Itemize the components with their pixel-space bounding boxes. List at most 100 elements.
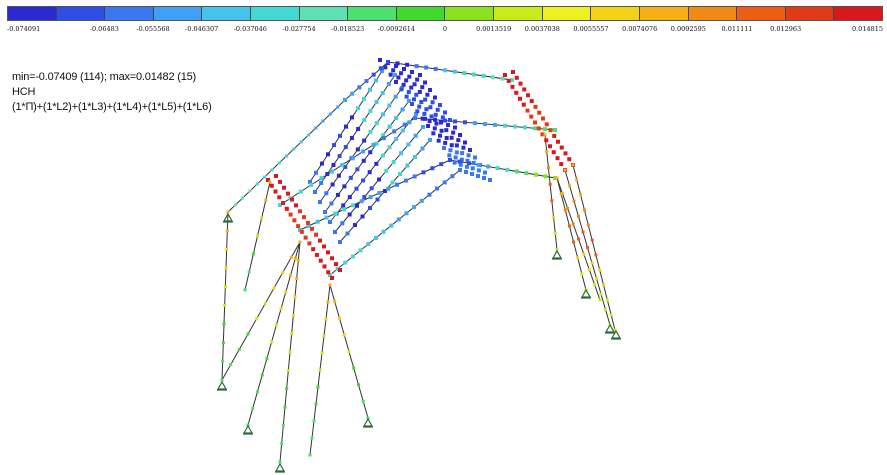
result-dot — [368, 87, 372, 92]
result-dot — [290, 197, 294, 202]
result-dot — [394, 136, 399, 141]
result-dot — [333, 211, 338, 216]
result-dot — [424, 65, 429, 70]
result-dot — [333, 230, 337, 234]
support-icon — [274, 462, 286, 473]
result-dot — [548, 144, 552, 149]
result-dot — [464, 164, 469, 169]
legend-tick-label: -0.06483 — [89, 25, 119, 33]
result-dot — [280, 442, 284, 446]
result-dot — [421, 125, 425, 129]
result-points — [220, 58, 617, 464]
result-dot — [348, 175, 353, 180]
result-dot — [462, 71, 467, 76]
result-dot — [362, 96, 366, 101]
result-dot — [425, 92, 430, 97]
result-dot — [330, 256, 334, 261]
result-dot — [566, 207, 570, 210]
legend-tick-label: -0.037046 — [233, 25, 267, 33]
color-scale-legend: -0.074091-0.06483-0.055568-0.046307-0.03… — [7, 6, 883, 40]
result-dot — [279, 307, 283, 311]
result-dot — [577, 215, 580, 218]
result-dot — [361, 178, 366, 183]
result-dot — [237, 347, 241, 351]
result-dot — [343, 98, 347, 102]
result-dot — [435, 107, 440, 112]
result-dot — [331, 163, 336, 167]
result-dot — [270, 168, 274, 172]
result-dot — [395, 61, 400, 66]
result-dot — [345, 231, 350, 236]
result-dot — [347, 350, 351, 353]
result-dot — [433, 95, 437, 100]
result-dot — [560, 191, 564, 195]
legend-tick-label: -0.055568 — [136, 25, 170, 33]
result-dot — [454, 143, 459, 148]
result-dot — [483, 170, 487, 175]
result-dot — [284, 206, 289, 211]
member-line — [544, 134, 558, 251]
legend-swatch-8 — [396, 7, 446, 20]
result-dot — [334, 262, 338, 267]
result-dot — [226, 210, 230, 214]
result-dot — [366, 242, 371, 247]
result-dot — [223, 285, 227, 289]
result-dot — [529, 114, 534, 119]
result-dot — [384, 168, 389, 173]
result-dot — [443, 68, 448, 73]
result-dot — [320, 161, 324, 166]
result-dot — [518, 96, 522, 101]
result-dot — [251, 406, 255, 410]
result-dot — [310, 226, 314, 231]
result-dot — [374, 161, 379, 166]
result-dot — [426, 124, 430, 128]
color-scale-bar — [7, 6, 883, 21]
result-dot — [422, 111, 427, 116]
result-dot — [470, 172, 474, 176]
result-dot — [312, 419, 316, 423]
result-dot — [255, 317, 259, 321]
result-dot — [407, 120, 412, 125]
result-dot — [381, 136, 386, 141]
result-dot — [548, 182, 552, 186]
result-dot — [335, 192, 340, 197]
result-dot — [407, 74, 412, 79]
result-dot — [328, 273, 332, 277]
result-dot — [289, 273, 293, 277]
result-dot — [298, 189, 303, 194]
result-dot — [505, 167, 510, 172]
result-dot — [392, 129, 397, 134]
result-dot — [454, 150, 459, 155]
result-dot — [464, 170, 468, 174]
result-dot — [449, 135, 454, 140]
result-dot — [543, 127, 547, 132]
result-dot — [413, 116, 417, 120]
result-dot — [526, 93, 530, 98]
result-dot — [282, 185, 286, 190]
legend-tick-label: 0.014815 — [851, 25, 883, 33]
result-dot — [306, 133, 310, 137]
result-dot — [320, 351, 324, 355]
result-dot — [294, 203, 298, 208]
result-dot — [444, 128, 449, 133]
result-dot — [355, 167, 360, 172]
result-dot — [506, 78, 511, 83]
result-dot — [314, 126, 318, 130]
result-dot — [353, 223, 357, 227]
result-dot — [412, 82, 417, 87]
result-dot — [343, 164, 348, 169]
result-dot — [394, 64, 398, 68]
result-dot — [432, 126, 437, 131]
result-dot — [396, 217, 401, 222]
result-dot — [602, 283, 606, 287]
result-dot — [322, 264, 327, 269]
result-dot — [544, 122, 549, 127]
result-dot — [399, 87, 404, 92]
result-dot — [350, 254, 355, 259]
result-dot — [355, 203, 359, 208]
result-dot — [453, 155, 458, 160]
result-dot — [255, 182, 259, 186]
result-dot — [543, 174, 548, 179]
result-dot — [283, 405, 287, 409]
